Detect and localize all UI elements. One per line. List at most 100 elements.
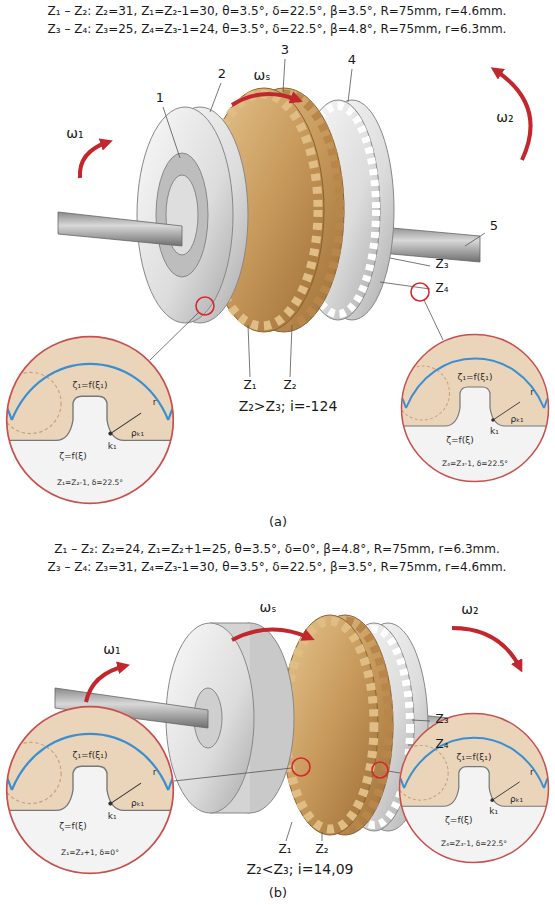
point-label: k₁ [490,427,499,437]
disk-edge [210,623,250,624]
input-shaft [58,212,182,246]
detail-inset: ζ₁=f(ξ₁)ζ=f(ξ)rρₖ₁k₁Z₄=Z₃-1, δ=22.5° [398,712,550,864]
leader-line [283,59,285,92]
gear-bore [156,153,208,277]
detail-inset: ζ₁=f(ξ₁) ζ=f(ξ) r ρₖ₁ k₁ Z₁=Z₂-1, δ=22.5° [5,335,175,505]
gear-label: Z₁ [243,379,256,392]
curvature-label: ρₖ₁ [131,429,144,439]
parameter-line: Z₃ – Z₄: Z₃=25, Z₄=Z₃-1=24, θ=3.5°, δ=22… [48,23,507,36]
rotation-arrow [80,142,108,178]
inset-caption: Z₁=Z₂-1, δ=22.5° [57,479,123,487]
trajectory-curve [5,734,175,790]
trajectory-curve [5,364,175,420]
detail-marker [411,283,429,301]
detail-inset: ζ₁=f(ξ₁) ζ=f(ξ) r ρₖ₁ k₁ Z₄=Z₃-1, δ=22.5° [400,333,550,483]
leader-line [150,313,198,360]
satellite-section [5,705,175,875]
gear-label: Z₂ [315,843,328,856]
profile-label: ζ=f(ξ) [59,452,87,462]
detail-marker [292,758,310,776]
tooth-profile [5,396,175,505]
contact-point [490,798,494,802]
contact-point [108,432,112,436]
radius-label: r [530,768,534,778]
angular-velocity-label: ωₛ [260,600,277,615]
contact-point [491,418,495,422]
gear-label: Z₄ [435,282,448,295]
roller-circle [400,366,450,420]
gear-label: Z₂ [283,379,296,392]
part-number: 1 [156,91,164,105]
curvature-label: ρₖ₁ [510,415,523,425]
roller-circle [398,745,448,800]
satellite-section [5,335,175,505]
part-number: 5 [490,219,498,233]
roller-circle [5,372,61,433]
curve-label: ζ₁=f(ξ₁) [73,381,108,391]
detail-inset: ζ₁=f(ξ₁) ζ=f(ξ) r ρₖ₁ k₁ Z₁=Z₂+1, δ=0° [5,705,175,875]
detail-marker [196,297,214,315]
leader-line [248,325,250,377]
part-number: 2 [218,67,226,81]
point-label: k₁ [108,812,117,822]
angular-velocity-label: ω₁ [103,642,120,657]
inset-border [400,714,549,863]
gear-label: Z₁ [278,843,291,856]
curve-label: ζ₁=f(ξ₁) [73,751,108,761]
radius-label: r [530,388,534,398]
parameter-line: Z₁ – Z₂: Z₂=31, Z₁=Z₂-1=30, θ=3.5°, δ=22… [48,5,507,18]
leader-line [388,771,400,773]
subfigure-label: (a) [269,515,287,529]
inset-border [7,337,174,504]
trajectory-curve [400,359,550,409]
radius-label: r [153,398,157,408]
curvature-label: ρₖ₁ [131,799,144,809]
point-label: k₁ [108,442,117,452]
profile-label: ζ=f(ξ) [59,822,87,832]
inset-caption: Z₁=Z₂+1, δ=0° [61,849,119,857]
tooth-profile [398,767,550,864]
profile-label: ζ=f(ξ) [446,436,474,446]
tooth-detail [398,712,550,864]
rotation-arrow [232,629,310,640]
angular-velocity-label: ω₂ [461,602,478,617]
angular-velocity-label: ω₁ [66,126,83,141]
inset-border [402,335,549,482]
curve-label: ζ₁=f(ξ₁) [458,373,493,383]
rotation-arrow [495,70,531,160]
rotation-arrow [452,628,520,668]
ratio-label: Z₂>Z₃; i=-124 [239,399,338,414]
leader-line [174,768,292,781]
inset-caption: Z₄=Z₃-1, δ=22.5° [441,840,507,848]
parameter-line: Z₃ – Z₄: Z₃=31, Z₄=Z₃-1=30, θ=3.5°, δ=22… [48,561,507,574]
leader-line [210,83,221,112]
tooth-profile [400,387,550,483]
disk-edge [210,813,250,814]
inset-border [7,707,174,874]
inset-caption: Z₄=Z₃-1, δ=22.5° [442,459,508,467]
parameter-line: Z₁ – Z₂: Z₂=24, Z₁=Z₂+1=25, θ=3.5°, δ=0°… [54,543,499,556]
leader-line [412,720,430,721]
part-number: 3 [281,43,289,57]
subfigure-label: (b) [269,886,287,900]
rotation-arrow [232,94,298,105]
leader-line [322,832,323,841]
radius-label: r [153,768,157,778]
leader-line [163,107,180,158]
angular-velocity-label: ω₂ [496,110,513,125]
curvature-label: ρₖ₁ [510,795,523,805]
leader-line [150,59,485,377]
ratio-label: Z₂<Z₃; i=14,09 [246,862,353,877]
leader-line [348,69,352,102]
leader-line [465,233,485,246]
fixed-gear [137,107,233,323]
contact-point [108,802,112,806]
trajectory-curve [398,738,550,788]
satellite-gear [282,615,378,835]
gear-teeth [286,621,374,829]
tooth-detail [5,705,175,875]
tooth-detail [5,335,175,505]
part-number: 4 [348,53,356,67]
gear-label: Z₃ [435,713,448,726]
curve-label: ζ₁=f(ξ₁) [457,753,492,763]
